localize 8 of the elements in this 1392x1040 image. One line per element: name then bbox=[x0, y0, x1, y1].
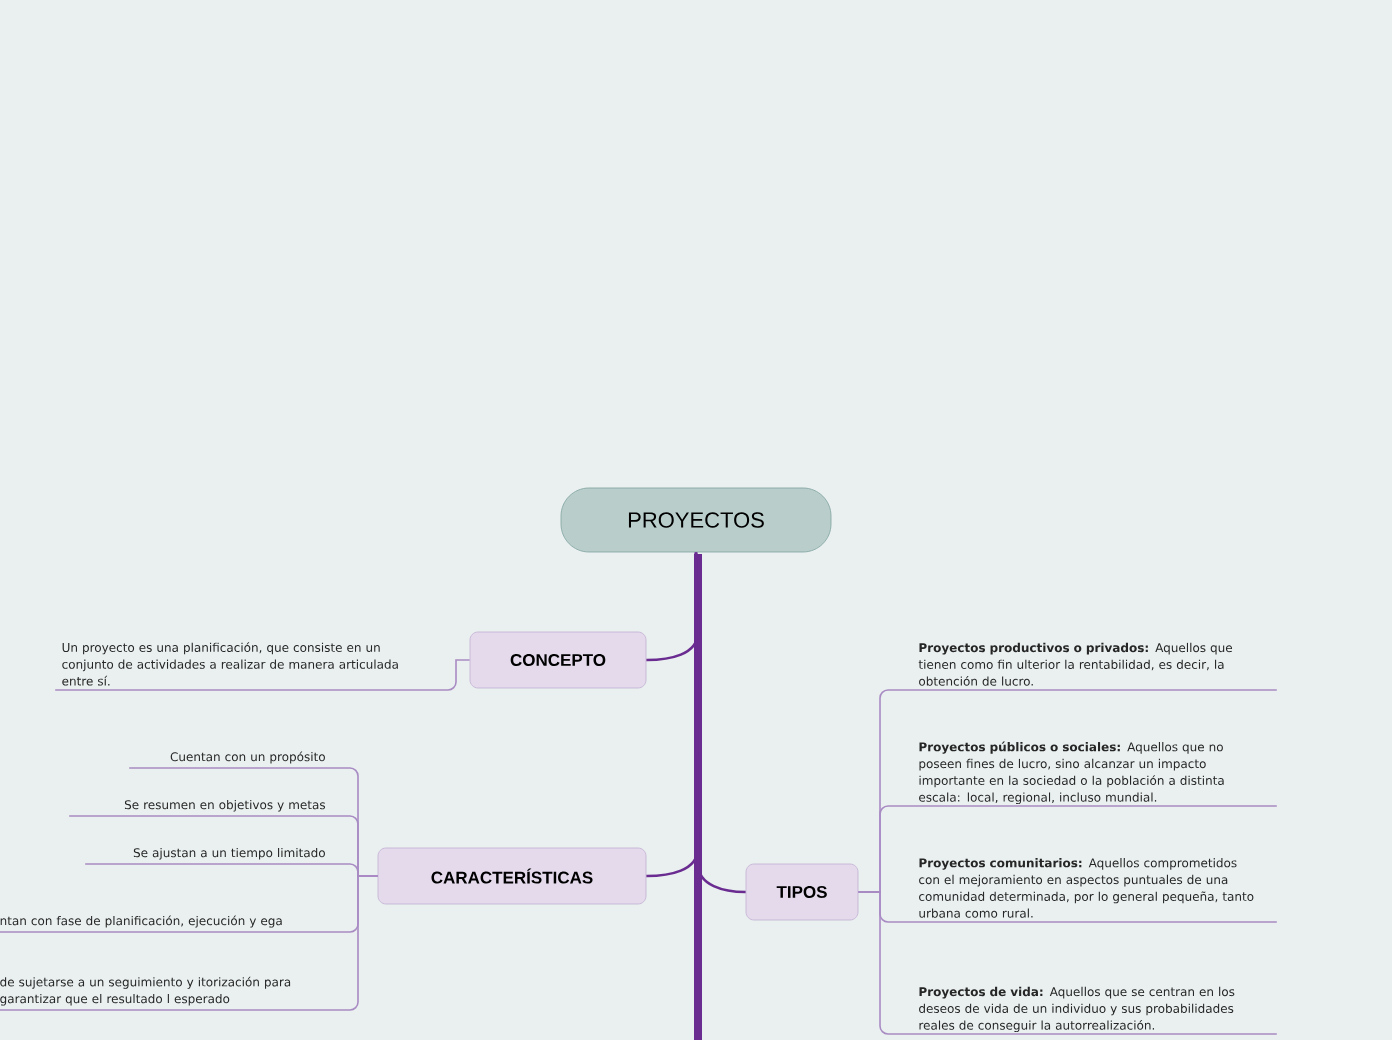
branch-line bbox=[0, 875, 379, 1011]
branch-line bbox=[54, 659, 471, 691]
topic-box: CONCEPTO bbox=[469, 631, 647, 689]
topic-box: CARACTERÍSTICAS bbox=[377, 847, 647, 905]
root-topic: PROYECTOS bbox=[560, 487, 832, 553]
branch-line bbox=[694, 552, 746, 894]
topic-box: TIPOS bbox=[745, 863, 859, 921]
branch-line bbox=[857, 891, 1278, 1035]
